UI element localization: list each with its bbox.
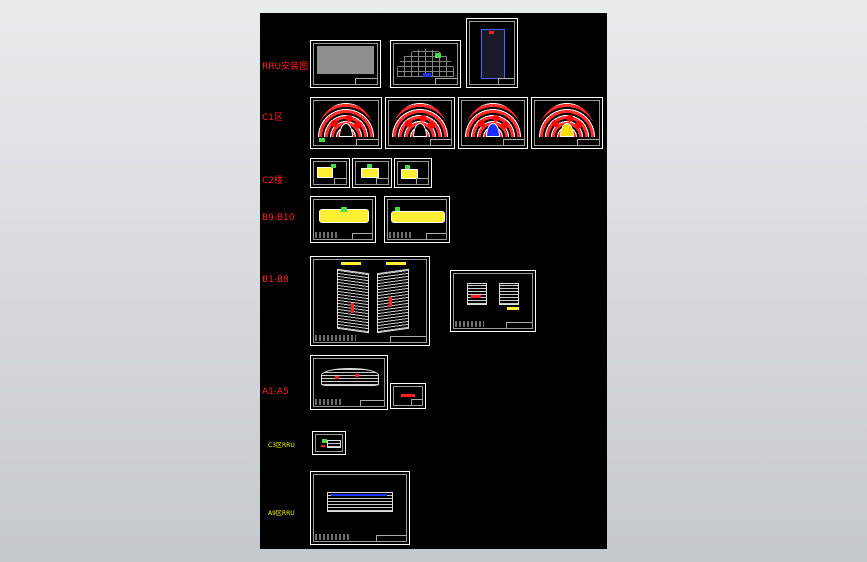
- label-rru-install: RRU安装图: [262, 62, 309, 72]
- site-outline: [481, 29, 505, 79]
- label-a9-rru: A9区RRU: [268, 510, 295, 517]
- sheet-c1-2[interactable]: [385, 97, 455, 149]
- sheet-c1-4[interactable]: [531, 97, 603, 149]
- sheet-rru-3[interactable]: [466, 18, 518, 88]
- sheet-a1-a5-detail[interactable]: [390, 383, 426, 409]
- drawing-canvas[interactable]: RRU安装图 C1区 C2楼: [260, 13, 607, 549]
- sheet-c2-1[interactable]: [310, 158, 350, 188]
- label-b9-b10: B9-B10: [262, 213, 295, 223]
- sheet-a9-rru[interactable]: [310, 471, 410, 545]
- sheet-b1-b8-detail[interactable]: [450, 270, 536, 332]
- label-c3-rru: C3区RRU: [268, 442, 295, 449]
- label-c2: C2楼: [262, 176, 284, 186]
- sheet-c1-1[interactable]: [310, 97, 382, 149]
- label-b1-b8: B1-B8: [262, 275, 289, 285]
- sheet-rru-1[interactable]: [310, 40, 381, 88]
- sheet-c2-2[interactable]: [352, 158, 392, 188]
- sheet-c2-3[interactable]: [394, 158, 432, 188]
- sheet-b10[interactable]: [384, 196, 450, 243]
- sheet-c1-3[interactable]: [458, 97, 528, 149]
- sheet-b9[interactable]: [310, 196, 376, 243]
- label-a1-a5: A1-A5: [262, 387, 289, 397]
- sheet-rru-2[interactable]: [390, 40, 461, 88]
- sheet-c3-rru[interactable]: [312, 431, 346, 455]
- sheet-b1-b8-plan[interactable]: [310, 256, 430, 346]
- label-c1: C1区: [262, 113, 284, 123]
- sheet-a1-a5-plan[interactable]: [310, 355, 388, 410]
